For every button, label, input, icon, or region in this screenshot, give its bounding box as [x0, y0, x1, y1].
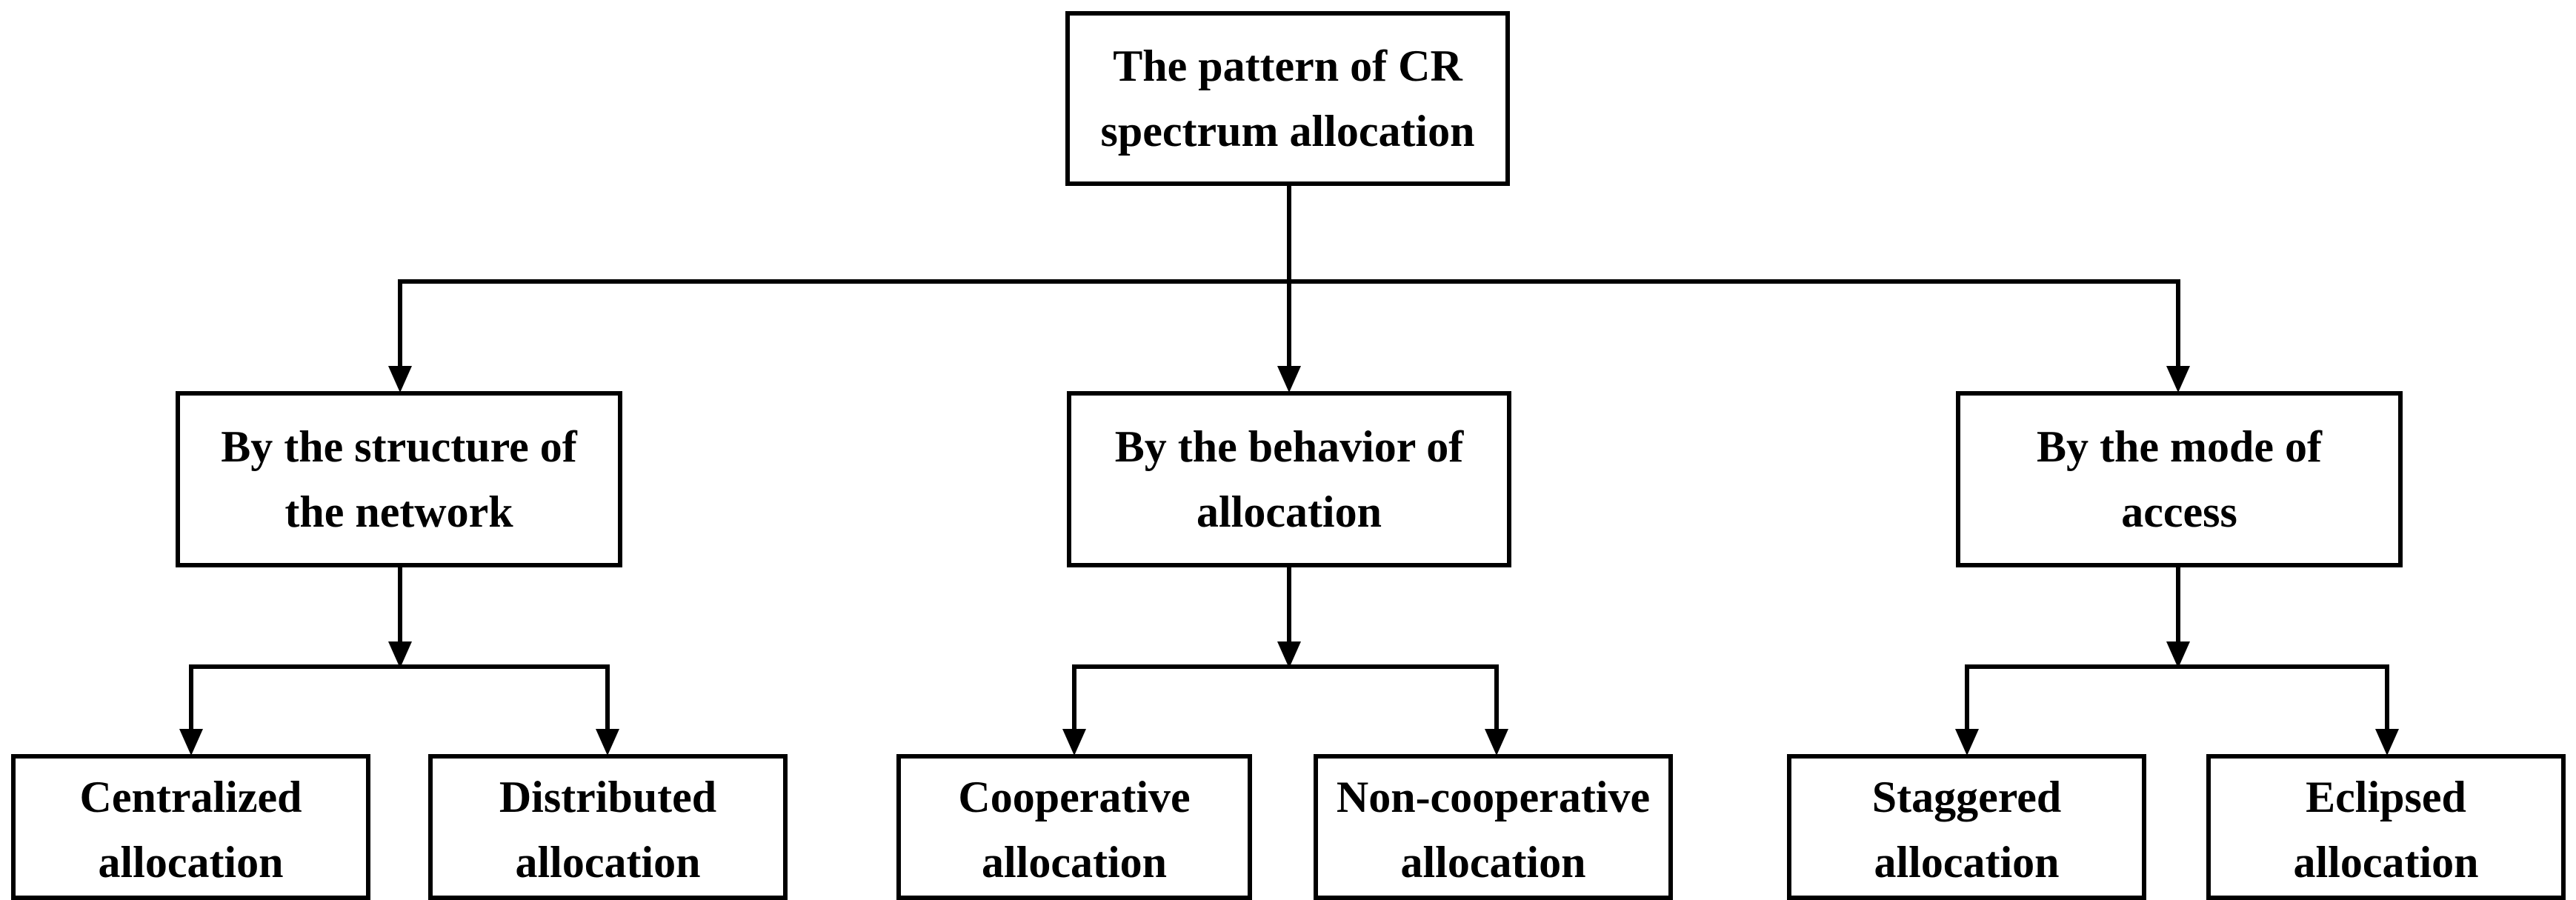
arrowhead-cooperative [1062, 729, 1086, 756]
leaf-node-distributed: Distributed allocation [428, 754, 788, 900]
category-label-access: By the mode of access [2037, 422, 2322, 536]
arrowhead-access-stem [2166, 641, 2190, 668]
category-label-behavior: By the behavior of allocation [1114, 422, 1464, 536]
leaf-label-centralized: Centralized allocation [79, 773, 302, 887]
root-node: The pattern of CR spectrum allocation [1065, 11, 1510, 186]
category-node-structure: By the structure of the network [176, 391, 622, 567]
arrowhead-distributed [596, 729, 619, 756]
leaf-node-centralized: Centralized allocation [11, 754, 370, 900]
leaf-node-staggered: Staggered allocation [1787, 754, 2146, 900]
leaf-node-eclipsed: Eclipsed allocation [2206, 754, 2566, 900]
arrowhead-staggered [1955, 729, 1979, 756]
root-label: The pattern of CR spectrum allocation [1100, 41, 1475, 156]
arrowhead-non-cooperative [1485, 729, 1508, 756]
arrowhead-centralized [179, 729, 203, 756]
leaf-label-staggered: Staggered allocation [1871, 773, 2062, 887]
leaf-node-non-cooperative: Non-cooperative allocation [1314, 754, 1673, 900]
leaf-label-eclipsed: Eclipsed allocation [2293, 773, 2479, 887]
leaf-label-cooperative: Cooperative allocation [958, 773, 1191, 887]
arrowhead-structure [388, 366, 412, 393]
arrowhead-behavior-stem [1277, 641, 1301, 668]
arrowhead-behavior [1277, 366, 1301, 393]
category-label-structure: By the structure of the network [221, 422, 577, 536]
arrowhead-structure-stem [388, 641, 412, 668]
leaf-node-cooperative: Cooperative allocation [896, 754, 1252, 900]
category-node-access: By the mode of access [1956, 391, 2403, 567]
arrowhead-eclipsed [2375, 729, 2399, 756]
leaf-label-non-cooperative: Non-cooperative allocation [1336, 773, 1651, 887]
category-node-behavior: By the behavior of allocation [1067, 391, 1511, 567]
leaf-label-distributed: Distributed allocation [499, 773, 717, 887]
arrowhead-access [2166, 366, 2190, 393]
